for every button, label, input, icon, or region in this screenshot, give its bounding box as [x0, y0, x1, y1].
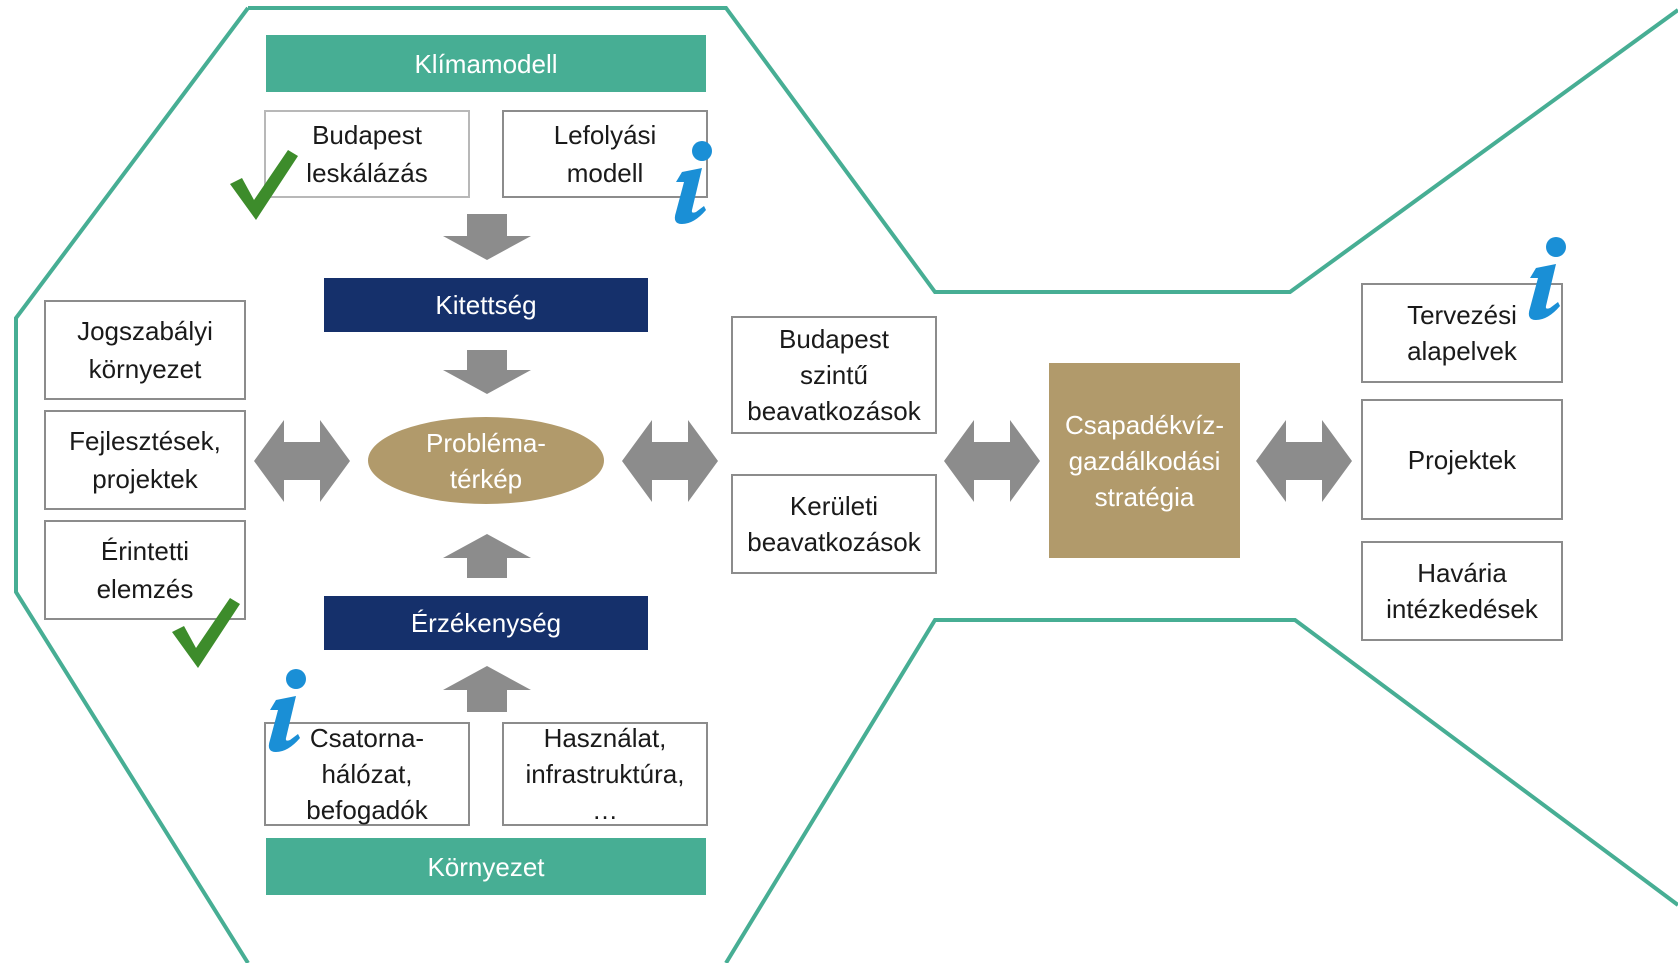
- info-icon: [1528, 237, 1566, 320]
- downscaling-box: Budapest leskálázás: [264, 110, 470, 198]
- projects-box: Projektek: [1361, 399, 1563, 520]
- strategy-box: Csapadékvíz- gazdálkodási stratégia: [1049, 363, 1240, 558]
- up-arrow: [443, 666, 531, 712]
- double-arrow: [944, 420, 1040, 502]
- legal-environment-box: Jogszabályi környezet: [44, 300, 246, 400]
- check-icon: [230, 150, 298, 220]
- planning-principles-box: Tervezési alapelvek: [1361, 283, 1563, 383]
- district-interventions-box: Kerületi beavatkozások: [731, 474, 937, 574]
- up-arrow: [443, 534, 531, 578]
- emergency-measures-box: Havária intézkedések: [1361, 541, 1563, 641]
- climate-model-bar: Klímamodell: [266, 35, 706, 92]
- runoff-model-box: Lefolyási modell: [502, 110, 708, 198]
- info-icon: [268, 669, 306, 752]
- down-arrow: [443, 350, 531, 394]
- double-arrow: [1256, 420, 1352, 502]
- down-arrow: [443, 214, 531, 260]
- double-arrow: [622, 420, 718, 502]
- double-arrow: [254, 420, 350, 502]
- developments-box: Fejlesztések, projektek: [44, 410, 246, 510]
- problem-map-ellipse: Probléma- térkép: [368, 417, 604, 504]
- sewer-network-box: Csatorna- hálózat, befogadók: [264, 722, 470, 826]
- exposure-bar: Kitettség: [324, 278, 648, 332]
- land-use-box: Használat, infrastruktúra, …: [502, 722, 708, 826]
- environment-bar: Környezet: [266, 838, 706, 895]
- stakeholder-analysis-box: Érintetti elemzés: [44, 520, 246, 620]
- sensitivity-bar: Érzékenység: [324, 596, 648, 650]
- info-icon: [674, 141, 712, 224]
- budapest-interventions-box: Budapest szintű beavatkozások: [731, 316, 937, 434]
- check-icon: [172, 598, 240, 668]
